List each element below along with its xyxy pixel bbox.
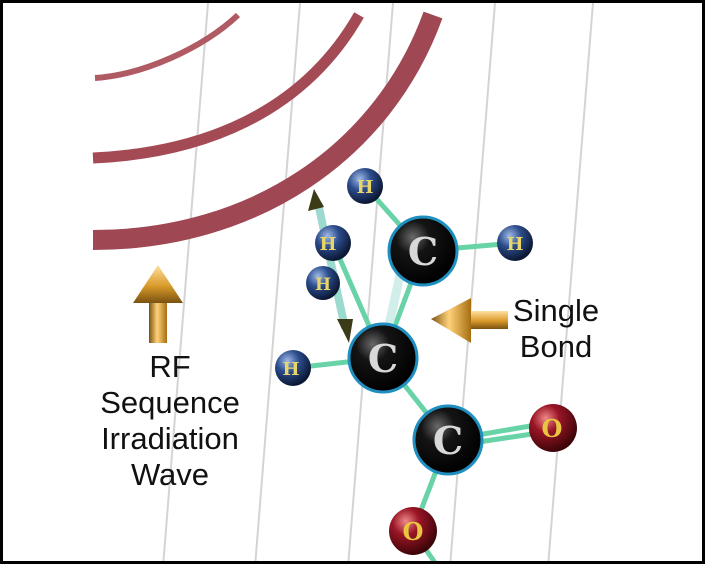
svg-text:H: H	[319, 234, 336, 255]
rf-wave-arcs	[92, 11, 443, 250]
rf-label-line: Wave	[130, 457, 210, 492]
carbon-atom: C	[347, 322, 419, 394]
svg-text:H: H	[282, 359, 299, 380]
svg-text:C: C	[433, 418, 463, 463]
molecule-scene: H H H H H C C C	[92, 3, 594, 561]
svg-text:H: H	[315, 275, 331, 295]
svg-text:C: C	[408, 229, 438, 274]
hydrogen-atom: H	[497, 225, 533, 261]
hydrogen-atom: H	[315, 225, 351, 261]
svg-text:O: O	[403, 517, 424, 546]
rf-label-line: Irradiation	[101, 421, 239, 456]
vibration-arrow	[308, 189, 353, 343]
svg-text:C: C	[368, 336, 398, 381]
bond-label-line: Bond	[519, 329, 593, 364]
svg-text:O: O	[542, 414, 563, 443]
svg-text:H: H	[506, 234, 523, 255]
single-bond-arrow	[431, 298, 508, 343]
oxygen-atom: O	[389, 507, 437, 555]
rf-arrow	[133, 265, 183, 343]
hydrogen-atom: H	[275, 350, 311, 386]
rf-label-line: RF	[149, 349, 191, 384]
bond-label-line: Single	[512, 293, 600, 328]
hydrogen-atom: H	[306, 266, 340, 300]
rf-label-line: Sequence	[100, 385, 240, 420]
svg-text:H: H	[356, 177, 373, 198]
rf-wave-label: RF Sequence Irradiation Wave	[85, 349, 255, 493]
single-bond-label: Single Bond	[491, 293, 621, 365]
carbon-atom: C	[412, 404, 484, 476]
oxygen-atom: O	[529, 404, 577, 452]
hydrogen-atom: H	[347, 168, 383, 204]
carbon-atom: C	[387, 215, 459, 287]
